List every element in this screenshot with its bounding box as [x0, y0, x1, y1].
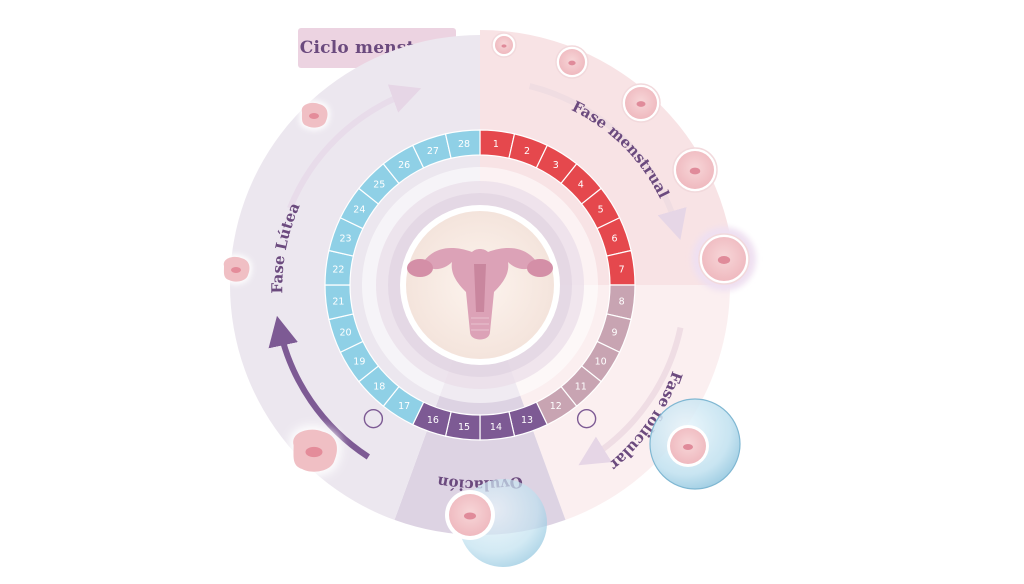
day-label: 6 [611, 233, 617, 244]
day-label: 7 [619, 265, 625, 276]
day-label: 17 [398, 401, 410, 412]
flow-arrows [268, 83, 687, 466]
folicular-arrow [578, 326, 684, 466]
lutea-arrow-upper [287, 84, 422, 210]
ovum-icon [491, 32, 517, 58]
ovum-icon [555, 45, 589, 79]
day-label: 24 [353, 205, 365, 216]
day-label: 11 [575, 381, 587, 392]
day-marker-ring [576, 408, 597, 429]
sector-ovulacion [394, 285, 566, 535]
day-label: 15 [458, 422, 470, 433]
day-label: 22 [332, 265, 344, 276]
day-label: 1 [493, 139, 499, 150]
corpus-luteum-icon [221, 254, 252, 284]
corpus-luteum-icon [289, 425, 342, 476]
cell-illustrations [221, 32, 756, 567]
day-label: 13 [521, 415, 533, 426]
day-label: 18 [373, 381, 385, 392]
menstrual-arrow [528, 83, 687, 241]
ovum-icon [698, 233, 750, 285]
day-label: 8 [619, 296, 625, 307]
day-label: 23 [339, 233, 351, 244]
day-label: 14 [490, 422, 502, 433]
day-label: 10 [595, 356, 607, 367]
day-label: 27 [427, 146, 439, 157]
uterus-icon [407, 248, 553, 340]
day-label: 26 [398, 160, 410, 171]
follicle-icon [649, 398, 741, 490]
ovum-icon [672, 147, 718, 193]
lutea-arrow-lower [268, 315, 370, 460]
day-label: 25 [373, 180, 385, 191]
ovum-icon [621, 83, 661, 123]
day-label: 5 [598, 205, 604, 216]
day-label: 3 [553, 160, 559, 171]
day-label: 2 [524, 146, 530, 157]
day-label: 20 [339, 328, 351, 339]
day-label: 4 [578, 180, 584, 191]
day-label: 9 [611, 328, 617, 339]
day-ring: 1234567891011121314151617181920212223242… [324, 129, 636, 441]
corpus-luteum-icon [299, 100, 330, 130]
day-label: 16 [427, 415, 439, 426]
day-label: 12 [550, 401, 562, 412]
day-marker-ring [363, 408, 384, 429]
day-label: 21 [332, 296, 344, 307]
day-label: 28 [458, 139, 470, 150]
day-segment-28 [444, 129, 481, 159]
day-label: 19 [353, 356, 365, 367]
follicle-icon [445, 479, 547, 567]
